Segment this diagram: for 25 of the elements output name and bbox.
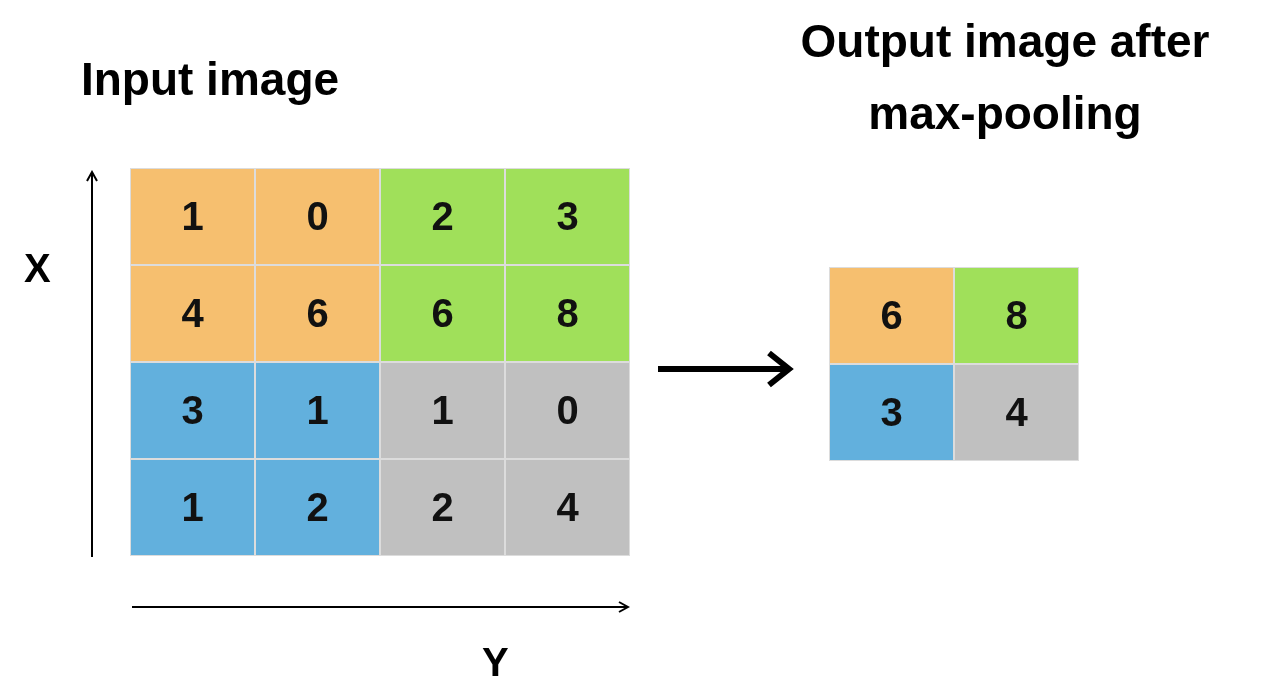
pixel-cell: 6 — [255, 265, 380, 362]
pixel-cell: 2 — [255, 459, 380, 556]
pixel-cell: 6 — [380, 265, 505, 362]
pixel-cell: 4 — [954, 364, 1079, 461]
pixel-cell: 1 — [255, 362, 380, 459]
pixel-cell: 3 — [130, 362, 255, 459]
pixel-cell: 2 — [380, 168, 505, 265]
axis-label: X — [24, 246, 51, 291]
pixel-cell: 1 — [130, 168, 255, 265]
grid-title: Output image after max-pooling — [799, 14, 1211, 141]
grid-title: Input image — [79, 52, 341, 107]
pixel-cell: 8 — [954, 267, 1079, 364]
pixel-cell: 1 — [380, 362, 505, 459]
pixel-cell: 2 — [380, 459, 505, 556]
axis-label: Y — [482, 640, 509, 685]
pixel-cell: 4 — [130, 265, 255, 362]
pixel-cell: 6 — [829, 267, 954, 364]
pixel-cell: 3 — [829, 364, 954, 461]
pixel-cell: 0 — [255, 168, 380, 265]
pixel-cell: 0 — [505, 362, 630, 459]
arrow — [658, 350, 792, 388]
pixel-cell: 3 — [505, 168, 630, 265]
pixel-cell: 4 — [505, 459, 630, 556]
pixel-cell: 1 — [130, 459, 255, 556]
pixel-cell: 8 — [505, 265, 630, 362]
